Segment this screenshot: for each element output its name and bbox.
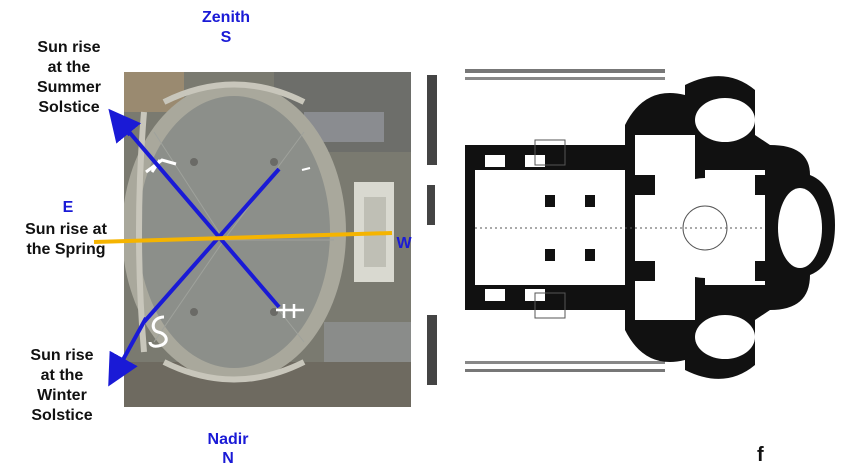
spring-line-1: Sun rise at	[25, 221, 107, 238]
winter-line-3: Winter	[37, 387, 87, 404]
summer-solstice-label: Sun rise at the Summer Solstice	[0, 38, 138, 118]
north-label: N	[222, 450, 234, 467]
summer-line-2: at the	[47, 59, 91, 76]
south-label: S	[220, 29, 232, 46]
figure-letter: f	[757, 444, 764, 466]
spring-label: Sun rise at the Spring	[6, 220, 126, 260]
east-label: E	[62, 199, 74, 216]
basilica-floor-plan	[425, 65, 843, 395]
winter-solstice-label: Sun rise at the Winter Solstice	[2, 346, 122, 426]
winter-line-1: Sun rise	[30, 347, 94, 364]
summer-line-1: Sun rise	[37, 39, 101, 56]
nadir-label: Nadir	[207, 431, 249, 448]
aerial-plaza-photo	[124, 72, 411, 407]
west-label: W	[396, 235, 412, 252]
winter-line-4: Solstice	[31, 407, 93, 424]
summer-line-4: Solstice	[38, 99, 100, 116]
winter-line-2: at the	[40, 367, 84, 384]
spring-line-2: the Spring	[26, 241, 106, 258]
summer-line-3: Summer	[36, 79, 102, 96]
zenith-label: Zenith	[202, 9, 250, 26]
